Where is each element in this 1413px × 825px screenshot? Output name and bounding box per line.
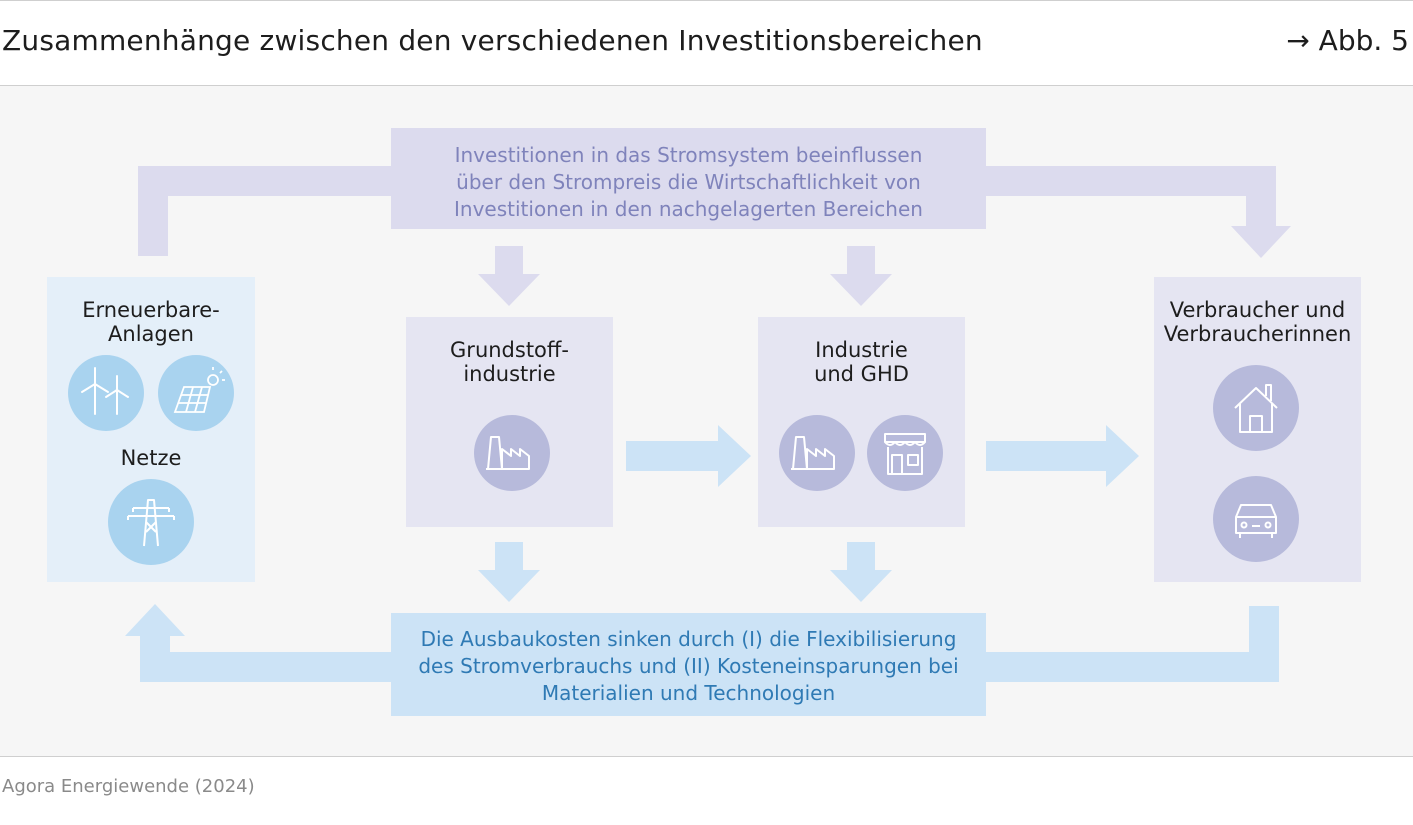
- industry-label: Industrie und GHD: [758, 338, 965, 386]
- consumers-label-line: Verbraucherinnen: [1163, 322, 1352, 346]
- renewables-label: Erneuerbare- Anlagen: [47, 298, 255, 346]
- factory-icon: [779, 415, 855, 491]
- basic-industry-label-line: Grundstoff-: [450, 338, 569, 362]
- industry-label-line: und GHD: [814, 362, 909, 386]
- basic-industry-label-line: industrie: [463, 362, 556, 386]
- industry-box: [758, 317, 965, 527]
- consumers-label: Verbraucher und Verbraucherinnen: [1154, 298, 1361, 346]
- renewables-label-line: Erneuerbare-: [82, 298, 220, 322]
- source-note: Agora Energiewende (2024): [2, 776, 255, 797]
- industry-label-line: Industrie: [815, 338, 908, 362]
- factory-icon: [474, 415, 550, 491]
- header: Zusammenhänge zwischen den verschiedenen…: [0, 0, 1413, 85]
- top-info-line: Investitionen in den nachgelagerten Bere…: [454, 197, 923, 221]
- footer-rule: [0, 756, 1413, 757]
- consumers-label-line: Verbraucher und: [1169, 298, 1346, 322]
- car-icon: [1213, 476, 1299, 562]
- top-info-line: Investitionen in das Stromsystem beeinfl…: [454, 143, 923, 167]
- top-rule: [0, 0, 1413, 1]
- wind-turbine-icon: [68, 355, 144, 431]
- renewables-label-line: Anlagen: [108, 322, 194, 346]
- top-info-line: über den Strompreis die Wirtschaftlichke…: [456, 170, 921, 194]
- diagram-graphics: [47, 128, 1361, 716]
- bottom-info-line: Materialien und Technologien: [541, 681, 836, 705]
- house-icon: [1213, 365, 1299, 451]
- bottom-info-box: [391, 613, 986, 716]
- top-info-text: Investitionen in das Stromsystem beeinfl…: [391, 142, 986, 223]
- top-info-box: [391, 128, 986, 229]
- bottom-info-line: des Stromverbrauchs und (II) Kosteneinsp…: [418, 654, 959, 678]
- bottom-info-line: Die Ausbaukosten sinken durch (I) die Fl…: [420, 627, 957, 651]
- header-rule: [0, 85, 1413, 86]
- figure-title: Zusammenhänge zwischen den verschiedenen…: [2, 24, 983, 57]
- shop-icon: [867, 415, 943, 491]
- solar-panel-icon: [158, 355, 234, 431]
- grid-label: Netze: [120, 446, 182, 470]
- basic-industry-label: Grundstoff- industrie: [406, 338, 613, 386]
- figure-reference: → Abb. 5: [1286, 24, 1409, 57]
- bottom-info-text: Die Ausbaukosten sinken durch (I) die Fl…: [391, 626, 986, 707]
- power-pylon-icon: [108, 479, 194, 565]
